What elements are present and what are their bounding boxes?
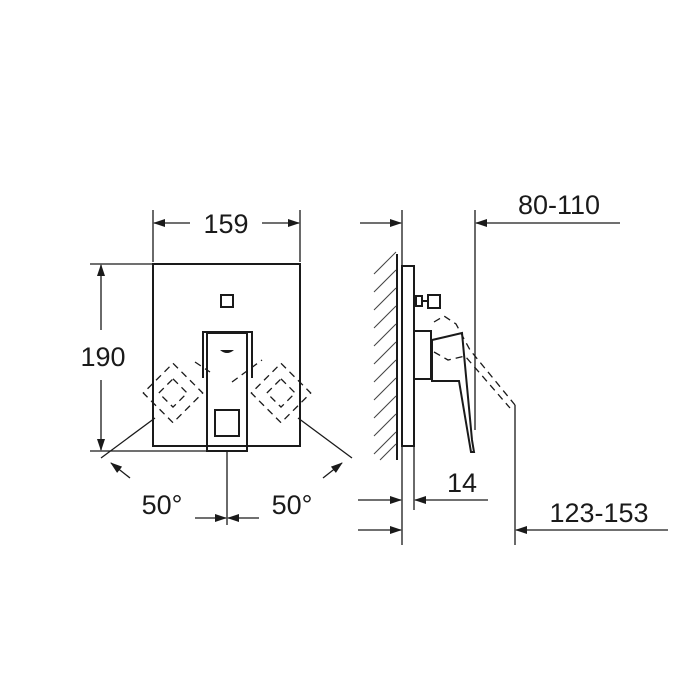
front-view: 159 190 50° 50: [80, 209, 353, 525]
left-angle-dimension: 50°: [142, 490, 183, 520]
side-view: 80-110 14 123-153: [358, 190, 668, 545]
plate-depth-dimension: 14: [447, 468, 477, 498]
width-dimension: 159: [203, 209, 248, 239]
right-angle-dimension: 50°: [272, 490, 313, 520]
total-depth-dimension: 123-153: [549, 498, 648, 528]
height-dimension: 190: [80, 342, 125, 372]
projection-dimension: 80-110: [518, 190, 600, 220]
